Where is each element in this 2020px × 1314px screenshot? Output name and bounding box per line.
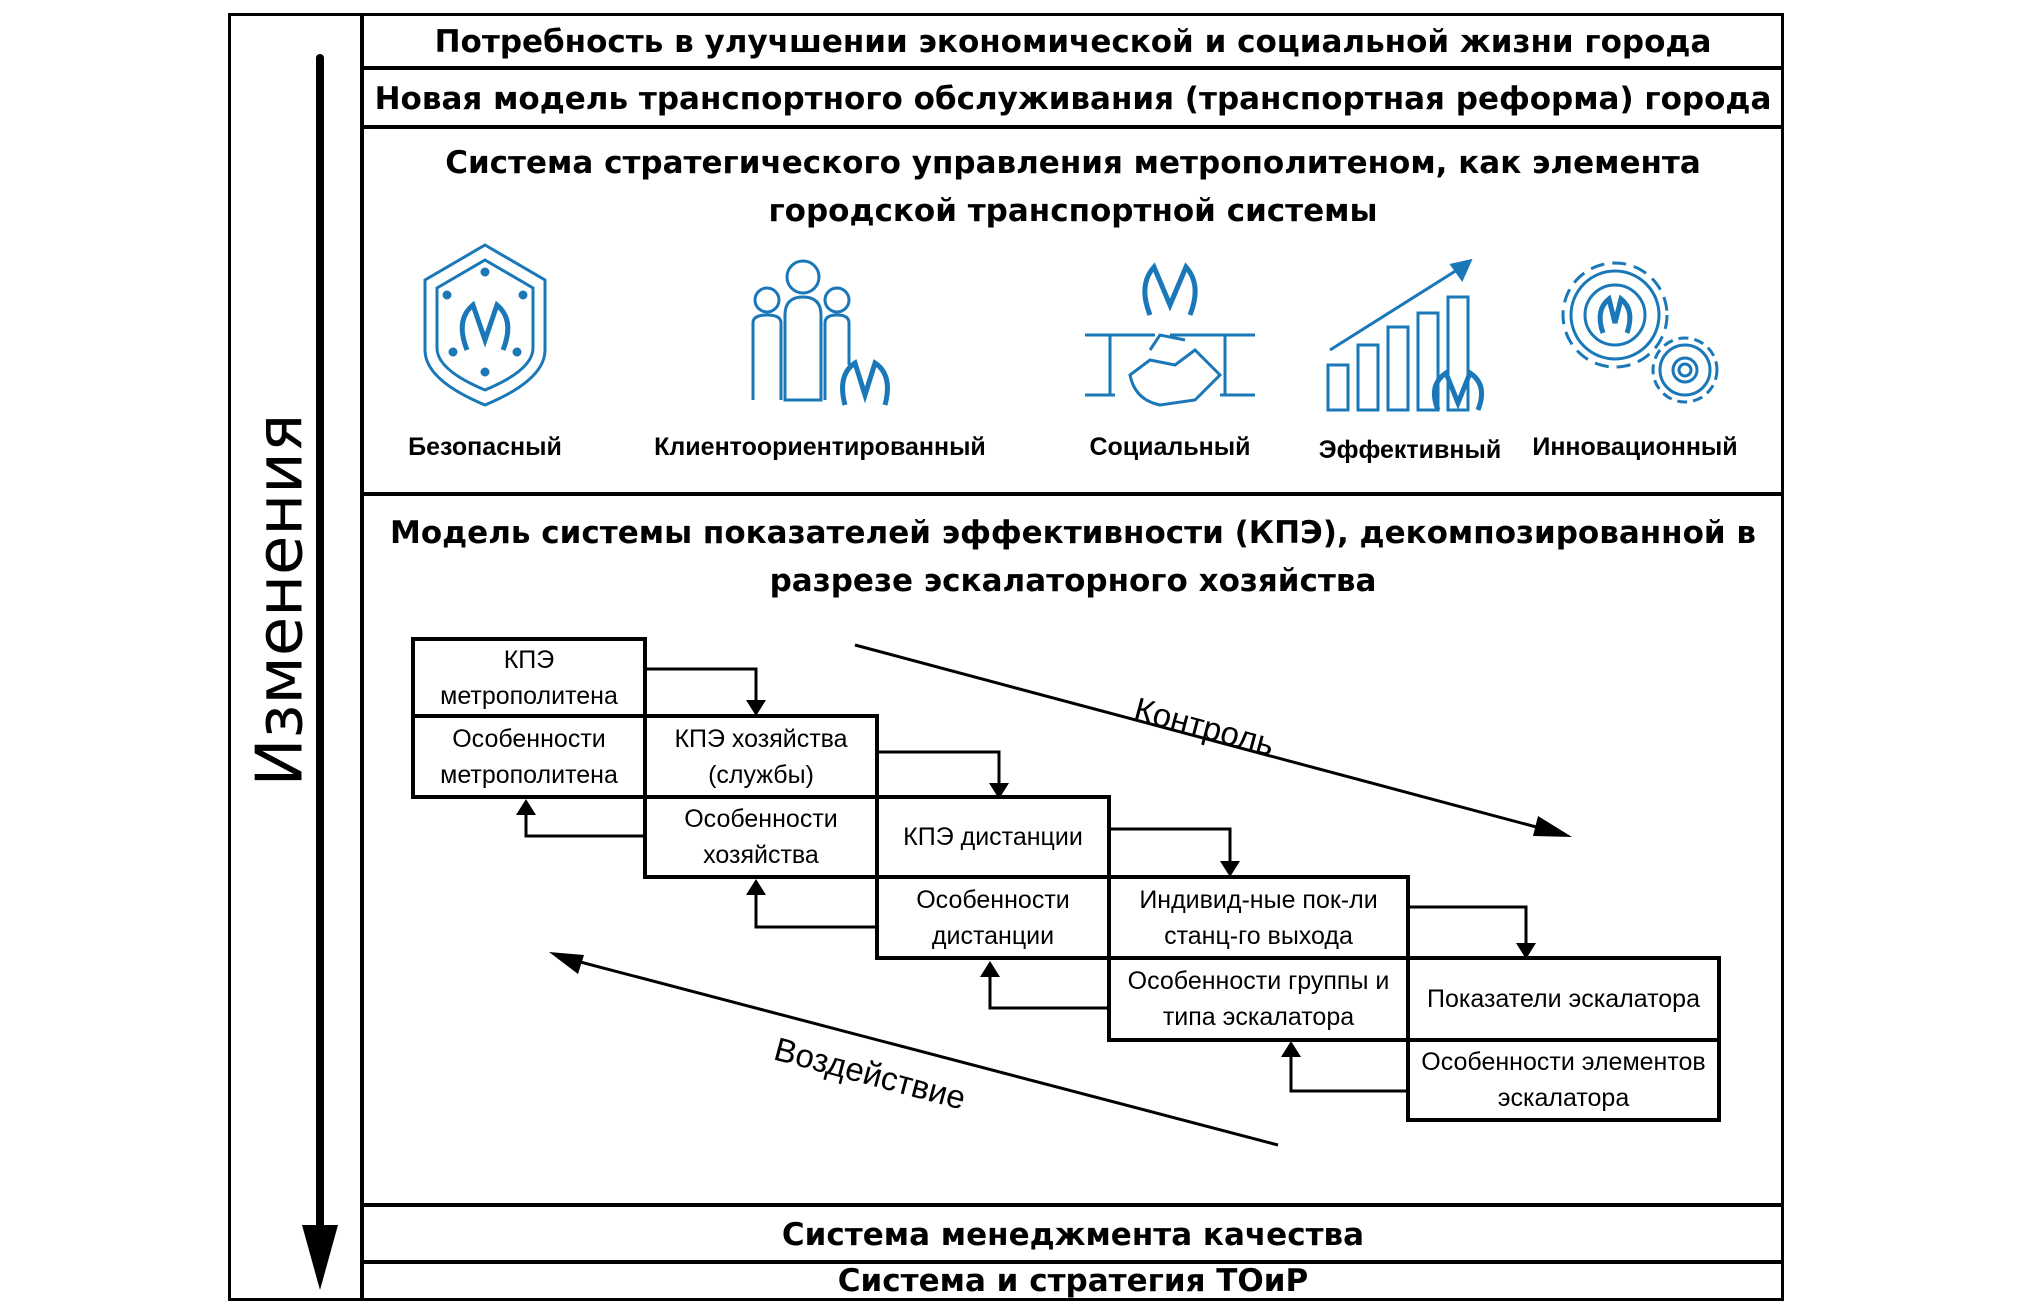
cell-features-escalator-elements: Особенности элементов эскалатора (1406, 1038, 1721, 1122)
cell-features-distance: Особенности дистанции (875, 875, 1111, 960)
strategy-title-line1: Система стратегического управления метро… (445, 145, 1701, 181)
band-need: Потребность в улучшении экономической и … (434, 24, 1712, 60)
shield-metro-icon (423, 243, 547, 407)
kpi-title-line2: разрезе эскалаторного хозяйства (769, 563, 1377, 599)
kpi-title-line1: Модель системы показателей эффективности… (389, 515, 1757, 551)
divider (362, 1260, 1784, 1264)
band-new-model: Новая модель транспортного обслуживания … (374, 80, 1772, 117)
icon-label-safe: Безопасный (408, 433, 562, 461)
cell-kpi-escalator: Показатели эскалатора (1406, 956, 1721, 1042)
side-divider (360, 13, 364, 1301)
people-metro-icon (751, 259, 890, 406)
icon-label-social: Социальный (1089, 433, 1251, 461)
band-qms: Система менеджмента качества (781, 1216, 1365, 1253)
cell-kpi-station-exit: Индивид-ные пок-ли станц-го выхода (1107, 875, 1410, 960)
changes-arrow (302, 54, 338, 1290)
icon-label-client: Клиентоориентированный (654, 433, 986, 461)
strategy-title-line2: городской транспортной системы (768, 193, 1378, 229)
divider (362, 492, 1784, 496)
gears-metro-icon (1561, 261, 1719, 404)
divider (362, 66, 1784, 70)
cell-kpi-service: КПЭ хозяйства (службы) (643, 714, 879, 799)
icon-label-innovative: Инновационный (1532, 433, 1738, 461)
divider (362, 125, 1784, 129)
divider (362, 1203, 1784, 1207)
cell-features-metro: Особенности метрополитена (411, 714, 647, 799)
diagram-frame (228, 13, 1784, 1301)
icon-label-efficient: Эффективный (1318, 436, 1502, 464)
cell-features-escalator-group: Особенности группы и типа эскалатора (1107, 956, 1410, 1042)
handshake-metro-icon (1085, 262, 1255, 407)
cell-kpi-distance: КПЭ дистанции (875, 795, 1111, 879)
growth-chart-metro-icon (1326, 258, 1485, 412)
band-toir: Система и стратегия ТОиР (837, 1263, 1309, 1299)
cell-kpi-metro: КПЭ метрополитена (411, 637, 647, 718)
side-label: Изменения (243, 413, 317, 787)
cell-features-service: Особенности хозяйства (643, 795, 879, 879)
